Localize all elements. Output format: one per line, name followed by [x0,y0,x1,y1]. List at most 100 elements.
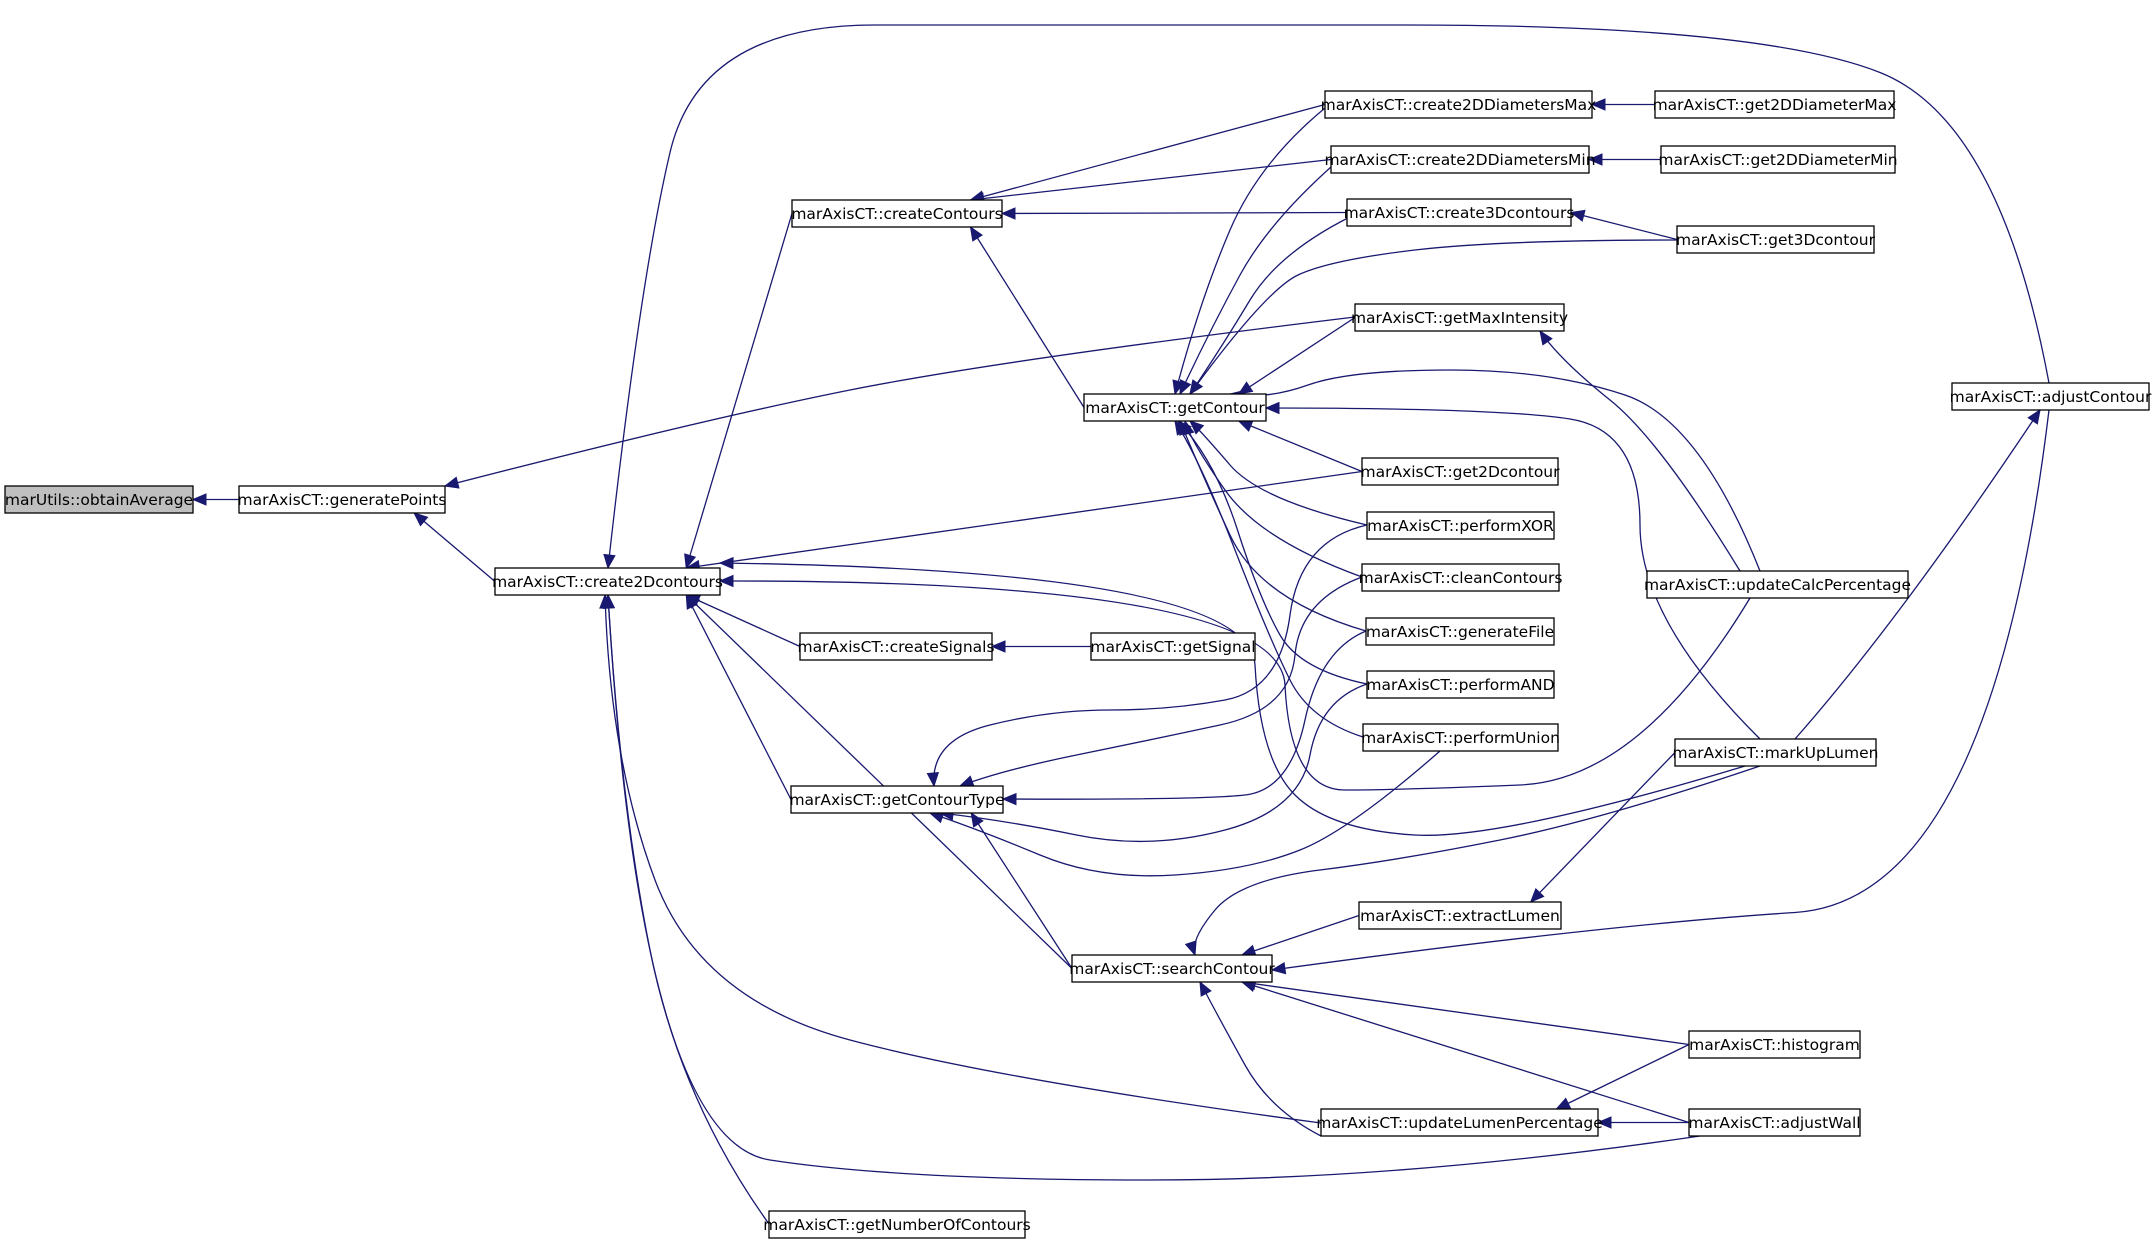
node-label-create2Dcontours: marAxisCT::create2Dcontours [492,573,723,591]
edge-adjustWall-to-create2Dcontours [602,593,1701,1181]
edge-create2DDiametersMin-to-getContour [1179,158,1341,396]
node-adjustContour[interactable]: marAxisCT::adjustContour [1950,382,2152,411]
node-performXOR[interactable]: marAxisCT::performXOR [1366,511,1555,540]
node-generateFile[interactable]: marAxisCT::generateFile [1365,617,1555,646]
node-label-getMaxIntensity: marAxisCT::getMaxIntensity [1351,309,1568,327]
edge-adjustContour-to-create2Dcontours [603,24,2050,570]
node-createSignals[interactable]: marAxisCT::createSignals [797,632,995,661]
edge-get2DDiameterMin-to-create2DDiametersMin [1587,153,1661,166]
node-getContourType[interactable]: marAxisCT::getContourType [789,785,1005,814]
edge-create2DDiametersMax-to-createContours [969,103,1326,203]
node-performAND[interactable]: marAxisCT::performAND [1366,670,1555,699]
edge-performXOR-to-getContour [1189,420,1368,526]
node-getMaxIntensity[interactable]: marAxisCT::getMaxIntensity [1351,303,1568,332]
node-generatePoints[interactable]: marAxisCT::generatePoints [238,485,447,514]
edge-markUpLumen-to-getContour [1264,401,1761,740]
node-create2DDiametersMax[interactable]: marAxisCT::create2DDiametersMax [1321,90,1597,119]
node-label-extractLumen: marAxisCT::extractLumen [1360,907,1560,925]
node-createContours[interactable]: marAxisCT::createContours [791,199,1003,228]
node-label-get3Dcontour: marAxisCT::get3Dcontour [1676,231,1876,249]
node-getSignal[interactable]: marAxisCT::getSignal [1090,632,1256,661]
node-label-getContourType: marAxisCT::getContourType [789,791,1004,809]
edge-create3Dcontours-to-getContour [1189,211,1361,396]
edge-getSignal-to-createSignals [990,640,1091,653]
node-get3Dcontour[interactable]: marAxisCT::get3Dcontour [1676,225,1876,254]
edge-get3Dcontour-to-getContour [1189,239,1678,396]
node-label-getSignal: marAxisCT::getSignal [1090,638,1255,656]
node-label-get2DDiameterMin: marAxisCT::get2DDiameterMin [1658,151,1897,169]
node-obtainAverage[interactable]: marUtils::obtainAverage [4,485,194,514]
edge-markUpLumen-to-searchContour [1184,765,1761,957]
node-label-adjustContour: marAxisCT::adjustContour [1950,388,2152,406]
node-label-performUnion: marAxisCT::performUnion [1361,729,1560,747]
node-label-searchContour: marAxisCT::searchContour [1069,960,1275,978]
node-label-performXOR: marAxisCT::performXOR [1367,517,1554,535]
node-updateLumenPercentage[interactable]: marAxisCT::updateLumenPercentage [1316,1108,1603,1137]
node-label-create2DDiametersMax: marAxisCT::create2DDiametersMax [1321,96,1597,114]
edge-adjustWall-to-searchContour [1240,980,1690,1124]
node-label-createContours: marAxisCT::createContours [791,205,1002,223]
node-getNumberOfContours[interactable]: marAxisCT::getNumberOfContours [763,1210,1031,1239]
node-get2DDiameterMin[interactable]: marAxisCT::get2DDiameterMin [1658,145,1898,174]
node-performUnion[interactable]: marAxisCT::performUnion [1361,723,1560,752]
edge-create2DDiametersMin-to-createContours [969,158,1332,205]
edge-updateCalcPercentage-to-getMaxIntensity [1539,329,1741,572]
edge-generateFile-to-getContourType [1001,630,1367,806]
edge-generatePoints-to-obtainAverage [191,493,239,506]
node-label-adjustWall: marAxisCT::adjustWall [1688,1114,1860,1132]
node-create3Dcontours[interactable]: marAxisCT::create3Dcontours [1344,198,1575,227]
node-adjustWall[interactable]: marAxisCT::adjustWall [1688,1108,1861,1137]
node-label-getContour: marAxisCT::getContour [1085,399,1265,417]
edge-performUnion-to-getContour [1174,419,1364,738]
edge-create2DDiametersMax-to-getContour [1172,103,1331,396]
node-label-createSignals: marAxisCT::createSignals [797,638,994,656]
edge-getContour-to-createContours [969,225,1085,408]
node-label-get2DDiameterMax: marAxisCT::get2DDiameterMax [1653,96,1897,114]
node-label-generatePoints: marAxisCT::generatePoints [238,491,447,509]
edge-get2Dcontour-to-create2Dcontours [684,470,1363,573]
edge-markUpLumen-to-extractLumen [1529,752,1676,903]
node-label-markUpLumen: marAxisCT::markUpLumen [1673,744,1879,762]
edge-extractLumen-to-searchContour [1240,914,1360,957]
edge-create2Dcontours-to-generatePoints [413,512,496,582]
edge-performAND-to-getContourType [938,683,1368,843]
node-label-create3Dcontours: marAxisCT::create3Dcontours [1344,204,1575,222]
node-markUpLumen[interactable]: marAxisCT::markUpLumen [1673,738,1879,767]
node-get2Dcontour[interactable]: marAxisCT::get2Dcontour [1361,457,1561,486]
edge-createSignals-to-create2Dcontours [685,594,801,648]
node-updateCalcPercentage[interactable]: marAxisCT::updateCalcPercentage [1644,570,1911,599]
node-label-create2DDiametersMin: marAxisCT::create2DDiametersMin [1324,151,1595,169]
edge-adjustContour-to-searchContour [1270,409,2050,975]
node-searchContour[interactable]: marAxisCT::searchContour [1069,954,1275,983]
edge-updateCalcPercentage-to-create2Dcontours [718,574,1751,791]
edge-markUpLumen-to-create2Dcontours [718,556,1746,836]
edge-getMaxIntensity-to-generatePoints [443,316,1356,489]
node-label-cleanContours: marAxisCT::cleanContours [1359,569,1563,587]
node-label-generateFile: marAxisCT::generateFile [1366,623,1554,641]
edges-layer [191,24,2050,1225]
node-create2DDiametersMin[interactable]: marAxisCT::create2DDiametersMin [1324,145,1596,174]
edge-histogram-to-searchContour [1240,977,1690,1046]
edge-get2Dcontour-to-getContour [1237,420,1363,473]
edge-histogram-to-updateLumenPercentage [1555,1043,1690,1110]
edge-getNumberOfContours-to-create2Dcontours [602,593,770,1225]
edge-updateLumenPercentage-to-create2Dcontours [599,593,1322,1124]
node-extractLumen[interactable]: marAxisCT::extractLumen [1358,901,1562,930]
edge-searchContour-to-getContourType [970,811,1073,969]
node-create2Dcontours[interactable]: marAxisCT::create2Dcontours [492,567,723,596]
edge-performUnion-to-getContourType [928,750,1441,877]
node-get2DDiameterMax[interactable]: marAxisCT::get2DDiameterMax [1653,90,1897,119]
edge-get2DDiameterMax-to-create2DDiametersMax [1590,98,1655,111]
edge-performXOR-to-getContourType [926,524,1368,788]
node-label-getNumberOfContours: marAxisCT::getNumberOfContours [763,1216,1031,1234]
edge-cleanContours-to-getContour [1182,419,1363,578]
node-label-updateLumenPercentage: marAxisCT::updateLumenPercentage [1316,1114,1603,1132]
node-label-obtainAverage: marUtils::obtainAverage [5,491,193,509]
edge-updateLumenPercentage-to-searchContour [1199,980,1322,1137]
node-getContour[interactable]: marAxisCT::getContour [1083,393,1267,422]
node-cleanContours[interactable]: marAxisCT::cleanContours [1359,563,1563,592]
edge-get3Dcontour-to-create3Dcontours [1569,209,1678,241]
node-histogram[interactable]: marAxisCT::histogram [1688,1030,1861,1059]
